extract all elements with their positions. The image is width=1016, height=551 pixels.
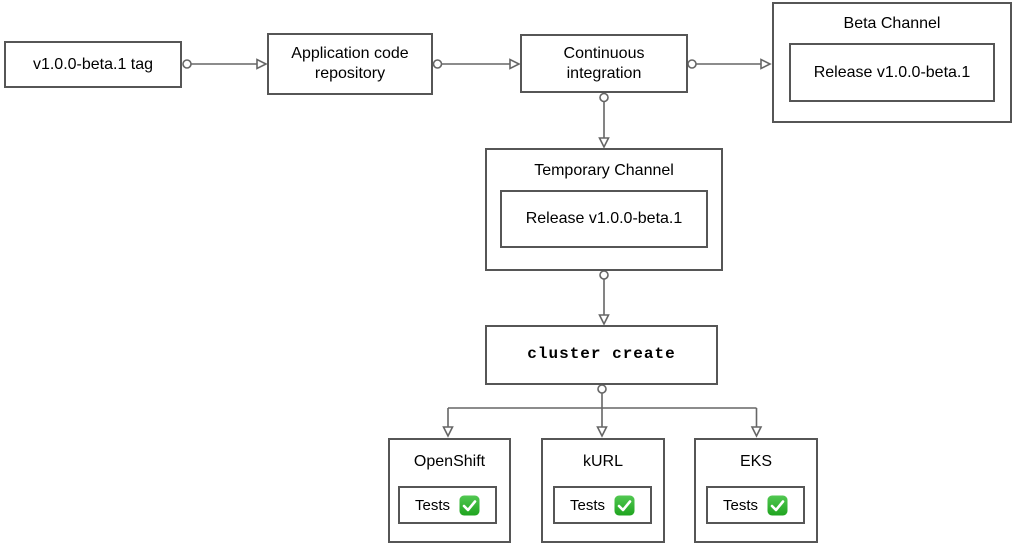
openshift-tests-label: Tests [414, 496, 450, 514]
node-cluster-create: cluster create [485, 325, 718, 385]
version-tag-label: v1.0.0-beta.1 tag [32, 55, 154, 73]
eks-tests-box: Tests [706, 486, 805, 524]
node-beta-release: Release v1.0.0-beta.1 [789, 43, 995, 102]
connector-tag-to-repo [182, 58, 268, 70]
openshift-title: OpenShift [413, 453, 486, 470]
continuous-integration-label: Continuous integration [563, 44, 645, 82]
node-openshift: OpenShift Tests [388, 438, 511, 543]
node-continuous-integration: Continuous integration [520, 34, 688, 93]
node-temporary-release: Release v1.0.0-beta.1 [500, 190, 708, 248]
kurl-tests-label: Tests [569, 496, 605, 514]
connector-repo-to-ci [432, 58, 521, 70]
openshift-tests-box: Tests [398, 486, 497, 524]
check-mark-green-icon [459, 495, 480, 516]
connector-cluster-create-to-clusters [442, 384, 763, 438]
application-code-repository-label: Application code repository [291, 45, 409, 82]
node-application-code-repository: Application code repository [267, 33, 433, 95]
kurl-title: kURL [582, 453, 623, 470]
beta-release-label: Release v1.0.0-beta.1 [813, 63, 971, 81]
temporary-release-label: Release v1.0.0-beta.1 [525, 210, 683, 228]
check-mark-green-icon [614, 495, 635, 516]
eks-tests-label: Tests [722, 496, 758, 514]
cluster-create-label: cluster create [527, 345, 676, 364]
connector-ci-to-beta-channel [687, 58, 772, 70]
eks-title: EKS [739, 453, 772, 470]
node-temporary-channel: Temporary Channel Release v1.0.0-beta.1 [485, 148, 723, 271]
temporary-channel-title: Temporary Channel [534, 162, 674, 179]
node-version-tag: v1.0.0-beta.1 tag [4, 41, 182, 88]
node-beta-channel: Beta Channel Release v1.0.0-beta.1 [772, 2, 1012, 123]
node-kurl: kURL Tests [541, 438, 665, 543]
beta-channel-title: Beta Channel [843, 15, 941, 32]
check-mark-green-icon [767, 495, 788, 516]
node-eks: EKS Tests [694, 438, 818, 543]
connector-ci-to-temporary-channel [598, 92, 610, 149]
kurl-tests-box: Tests [553, 486, 652, 524]
connector-temporary-channel-to-cluster-create [598, 270, 610, 326]
